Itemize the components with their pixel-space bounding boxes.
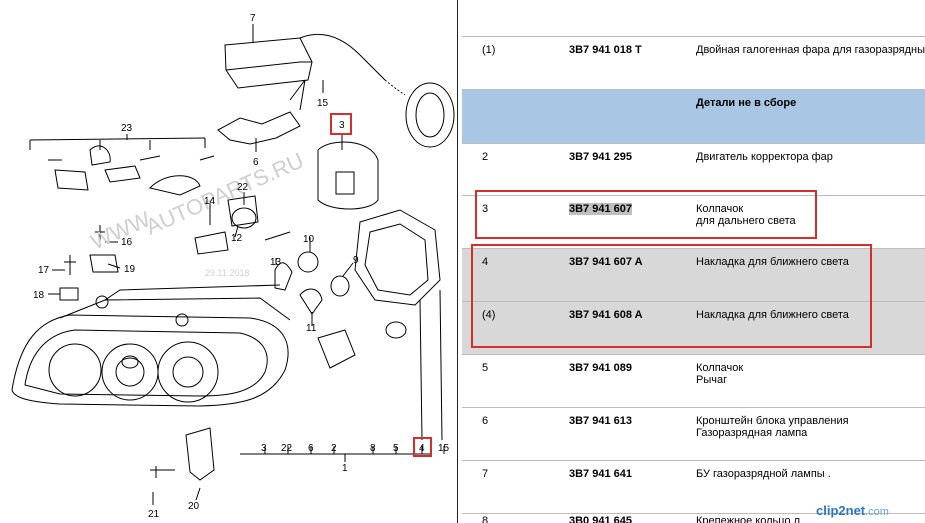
control-unit: [224, 37, 313, 89]
callout-15: 15: [317, 98, 329, 109]
watermark-date: 29.11.2018: [205, 268, 249, 278]
headlight-housing: [11, 314, 289, 407]
callout-14: 14: [204, 196, 216, 207]
beam-cap: [317, 141, 379, 210]
table-row[interactable]: (4) 3B7 941 608 A Накладка для ближнего …: [462, 301, 925, 354]
table-section-header: Детали не в сборе: [462, 89, 925, 143]
callout-4-bottom: 4: [419, 443, 425, 454]
callout-16: 16: [121, 237, 133, 248]
part-number: 3B7 941 607: [569, 203, 632, 215]
callout-5: 5: [393, 443, 399, 454]
leveling-motor: [317, 329, 356, 369]
logo-brand: clip2net: [816, 503, 866, 518]
table-row[interactable]: 7 3B7 941 641 БУ газоразрядной лампы .: [462, 460, 925, 513]
callout-22-bottom: 22: [281, 443, 293, 454]
lens-center: [101, 343, 159, 401]
callout-22-top: 22: [237, 182, 249, 193]
position-number: 7: [482, 468, 489, 480]
part-number: 3B7 941 641: [569, 468, 632, 480]
callout-2: 2: [331, 443, 337, 454]
position-number: 6: [482, 415, 489, 427]
callout-9: 9: [353, 255, 359, 266]
callout-23: 23: [121, 123, 133, 134]
highlight-box-3: [330, 113, 352, 135]
table-row[interactable]: 5 3B7 941 089 Колпачок Рычаг: [462, 354, 925, 407]
bracket: [217, 111, 301, 145]
lens-right: [157, 341, 219, 403]
headlight-exploded-diagram: WWW AUTOPARTS.RU 29.11.2018 7 15 3 23 6 …: [0, 0, 458, 523]
position-number: 3: [482, 203, 489, 215]
callout-6-bottom: 6: [308, 443, 314, 454]
table-row[interactable]: 2 3B7 941 295 Двигатель корректора фар: [462, 143, 925, 195]
section-title: Детали не в сборе: [696, 97, 797, 109]
part-number: 3B7 941 089: [569, 362, 632, 374]
part-number: 3B0 941 645: [569, 515, 632, 523]
callout-18: 18: [33, 290, 45, 301]
highlight-box-row-3: [475, 190, 817, 239]
callout-7: 7: [250, 13, 256, 24]
part-description: Колпачок для дальнего света: [696, 203, 796, 227]
highlight-box-rows-4: [471, 244, 872, 348]
part-description: Колпачок Рычаг: [696, 362, 744, 386]
position-number: 2: [482, 151, 489, 163]
position-number: 4: [482, 256, 489, 268]
callout-3-bottom: 3: [261, 443, 267, 454]
clip2net-logo: clip2net.com: [816, 503, 889, 518]
part-description: Двойная галогенная фара для газоразрядны: [696, 44, 925, 56]
callout-11: 11: [306, 323, 317, 334]
callout-15-bottom: 15: [438, 443, 450, 454]
highlight-box-4: [413, 437, 432, 457]
callout-20: 20: [188, 501, 200, 512]
watermark-site: AUTOPARTS.RU: [142, 148, 307, 240]
callout-21: 21: [148, 509, 160, 520]
callout-10: 10: [303, 234, 315, 245]
igniter-ring: [405, 82, 455, 148]
position-number: 8: [482, 515, 489, 523]
part-number: 3B7 941 018 T: [569, 44, 642, 56]
position-number: (1): [482, 44, 496, 56]
reflector-housing: [354, 209, 441, 306]
part-number: 3B7 941 607 A: [569, 256, 643, 268]
callout-8: 8: [370, 443, 376, 454]
callout-12: 12: [231, 233, 243, 244]
position-number: (4): [482, 309, 496, 321]
logo-domain: .com: [865, 506, 889, 518]
part-description: Двигатель корректора фар: [696, 151, 833, 163]
table-row[interactable]: 4 3B7 941 607 A Накладка для ближнего св…: [462, 248, 925, 301]
callout-17: 17: [38, 265, 50, 276]
mounting-bracket: [185, 427, 215, 481]
part-number: 3B7 941 613: [569, 415, 632, 427]
part-description: Накладка для ближнего света: [696, 309, 849, 321]
callout-3-top: 3: [339, 120, 345, 131]
table-row[interactable]: 6 3B7 941 613 Кронштейн блока управления…: [462, 407, 925, 460]
table-row[interactable]: 8 3B0 941 645 Крепежное кольцо л: [462, 513, 925, 523]
part-description: Накладка для ближнего света: [696, 256, 849, 268]
position-number: 5: [482, 362, 489, 374]
lens-left: [48, 343, 102, 397]
table-row[interactable]: (1) 3B7 941 018 T Двойная галогенная фар…: [462, 36, 925, 89]
part-number: 3B7 941 295: [569, 151, 632, 163]
part-description: Крепежное кольцо л: [696, 515, 801, 523]
parts-list-table: (1) 3B7 941 018 T Двойная галогенная фар…: [462, 0, 925, 523]
table-row[interactable]: 3 3B7 941 607 Колпачок для дальнего свет…: [462, 195, 925, 248]
callout-13: 13: [270, 257, 282, 268]
callout-19: 19: [124, 264, 136, 275]
diagram-svg: WWW AUTOPARTS.RU 29.11.2018 7 15 3 23 6 …: [11, 13, 455, 520]
part-number: 3B7 941 608 A: [569, 309, 643, 321]
callout-6-top: 6: [253, 157, 259, 168]
part-description: БУ газоразрядной лампы .: [696, 468, 831, 480]
part-description: Кронштейн блока управления Газоразрядная…: [696, 415, 849, 439]
callout-1: 1: [342, 463, 348, 474]
